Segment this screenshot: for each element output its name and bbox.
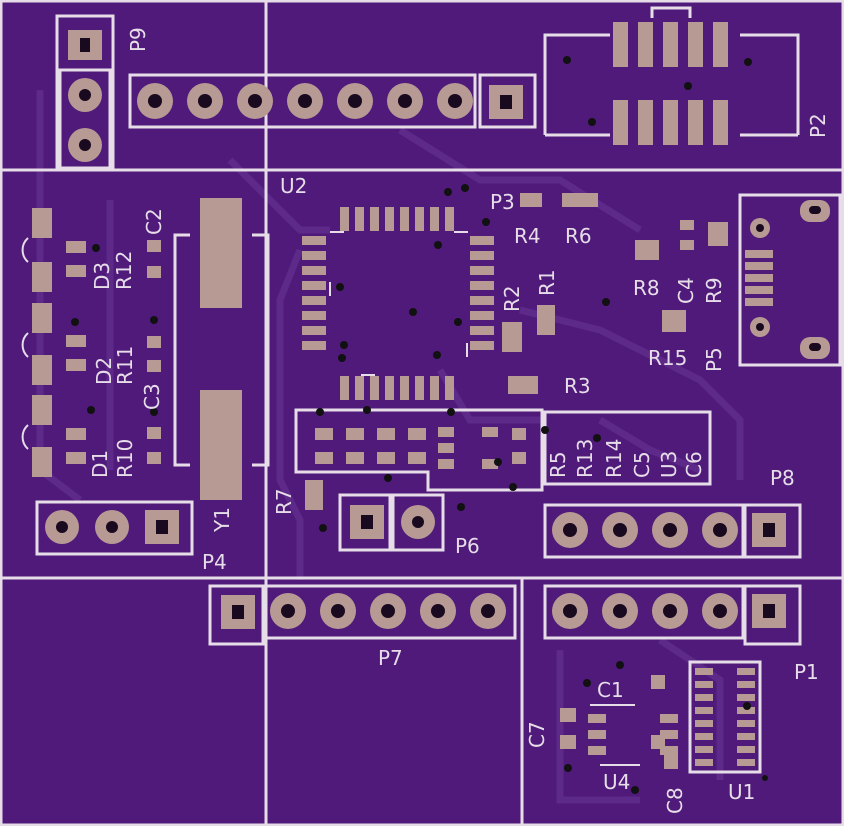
label-p9: P9 bbox=[126, 27, 150, 52]
label-r3: R3 bbox=[564, 374, 591, 398]
smd-misc bbox=[305, 193, 728, 510]
label-p7: P7 bbox=[378, 646, 403, 670]
regulator-u4 bbox=[560, 675, 678, 769]
vias bbox=[71, 56, 768, 794]
label-c2: C2 bbox=[142, 208, 166, 235]
crystal-y1 bbox=[173, 198, 270, 500]
label-r14: R14 bbox=[602, 438, 626, 478]
smd-cluster-u3 bbox=[294, 408, 712, 492]
connector-p4 bbox=[35, 500, 194, 556]
label-r2: R2 bbox=[500, 285, 524, 312]
label-c3: C3 bbox=[140, 383, 164, 410]
connector-p2 bbox=[543, 6, 800, 145]
connector-p7 bbox=[208, 584, 517, 646]
label-r7: R7 bbox=[272, 488, 296, 515]
label-c7: C7 bbox=[525, 721, 549, 748]
mcu-qfp bbox=[302, 207, 494, 400]
label-r15: R15 bbox=[648, 346, 688, 370]
label-d2: D2 bbox=[92, 356, 116, 385]
label-c8: C8 bbox=[663, 787, 687, 814]
label-d3: D3 bbox=[90, 261, 114, 290]
label-p2: P2 bbox=[806, 113, 830, 138]
label-r8: R8 bbox=[633, 276, 660, 300]
connector-p6 bbox=[338, 493, 445, 552]
led-outlines bbox=[21, 237, 29, 450]
label-r5: R5 bbox=[546, 451, 570, 478]
label-r12: R12 bbox=[112, 250, 136, 290]
label-p3: P3 bbox=[490, 190, 515, 214]
label-y1: Y1 bbox=[210, 507, 234, 532]
label-r11: R11 bbox=[113, 345, 137, 385]
label-c5: C5 bbox=[630, 451, 654, 478]
label-p5: P5 bbox=[702, 347, 726, 372]
connector-p9 bbox=[55, 14, 115, 172]
label-p8: P8 bbox=[770, 466, 795, 490]
label-p6: P6 bbox=[455, 534, 480, 558]
label-p4: P4 bbox=[202, 550, 227, 574]
connector-p5-usb bbox=[738, 193, 842, 367]
label-r4: R4 bbox=[514, 224, 541, 248]
connector-p8 bbox=[543, 503, 802, 559]
led-column bbox=[32, 208, 161, 477]
label-r9: R9 bbox=[702, 277, 726, 304]
label-u3: U3 bbox=[657, 450, 681, 478]
label-u4: U4 bbox=[603, 770, 631, 794]
connector-u2-header bbox=[128, 73, 537, 129]
label-r13: R13 bbox=[573, 438, 597, 478]
label-p1: P1 bbox=[794, 660, 819, 684]
label-r10: R10 bbox=[113, 438, 137, 478]
label-u2: U2 bbox=[280, 174, 308, 198]
label-r1: R1 bbox=[535, 269, 559, 296]
regulator-u4-outline bbox=[590, 704, 640, 766]
label-c1: C1 bbox=[597, 678, 624, 702]
label-d1: D1 bbox=[88, 449, 112, 478]
label-u1: U1 bbox=[728, 780, 756, 804]
label-c6: C6 bbox=[682, 451, 706, 478]
label-r6: R6 bbox=[565, 224, 592, 248]
ic-u1 bbox=[688, 660, 762, 774]
connector-p1 bbox=[543, 584, 802, 646]
label-c4: C4 bbox=[674, 277, 698, 304]
